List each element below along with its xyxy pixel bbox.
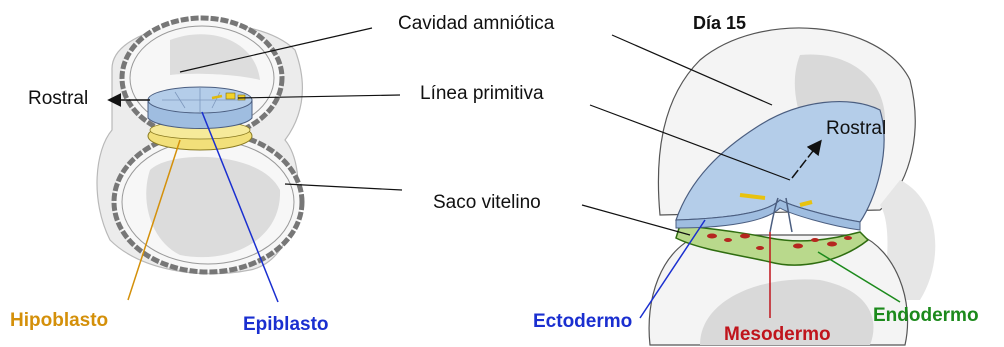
pointer-epiblast — [201, 111, 279, 303]
label-epiblast: Epiblasto — [243, 314, 329, 335]
yolk-shading-right — [700, 279, 874, 345]
label-ectoderm: Ectodermo — [533, 311, 633, 332]
streak-cell-a — [225, 92, 236, 100]
migration-arrow-right — [799, 200, 813, 207]
label-rostral-left: Rostral — [28, 88, 89, 109]
pointer-streak-right — [589, 104, 791, 181]
mesoderm-cells — [707, 233, 852, 250]
migration-arrow-left — [739, 193, 766, 200]
label-primitive-streak: Línea primitiva — [420, 83, 544, 104]
streak-arrow — [211, 94, 223, 100]
label-endoderm: Endodermo — [873, 305, 979, 326]
pointer-amniotic-right — [611, 34, 773, 106]
left-embryo — [96, 15, 305, 275]
pointer-yolk-right — [581, 204, 691, 236]
primitive-groove — [769, 197, 793, 233]
pointer-streak-left — [237, 94, 401, 99]
pointer-endoderm — [817, 251, 901, 303]
pointer-yolk-left — [284, 183, 403, 191]
right-embryo — [648, 27, 936, 346]
yolk-sac-shading — [146, 156, 281, 258]
pointer-hypoblast — [127, 139, 181, 301]
ectoderm-edge — [675, 199, 861, 231]
endoderm-layer — [675, 224, 870, 266]
label-rostral-right: Rostral — [826, 118, 887, 139]
label-mesoderm: Mesodermo — [724, 324, 831, 345]
label-yolk-sac: Saco vitelino — [433, 192, 541, 213]
epiblast-cells — [162, 88, 240, 112]
day-title: Día 15 — [693, 13, 747, 33]
pointer-ectoderm — [639, 219, 706, 319]
label-hypoblast: Hipoblasto — [10, 310, 109, 331]
rostral-arrow-right — [791, 139, 822, 179]
label-amniotic-cavity: Cavidad amniótica — [398, 13, 555, 34]
pointer-amniotic-left — [179, 27, 373, 73]
